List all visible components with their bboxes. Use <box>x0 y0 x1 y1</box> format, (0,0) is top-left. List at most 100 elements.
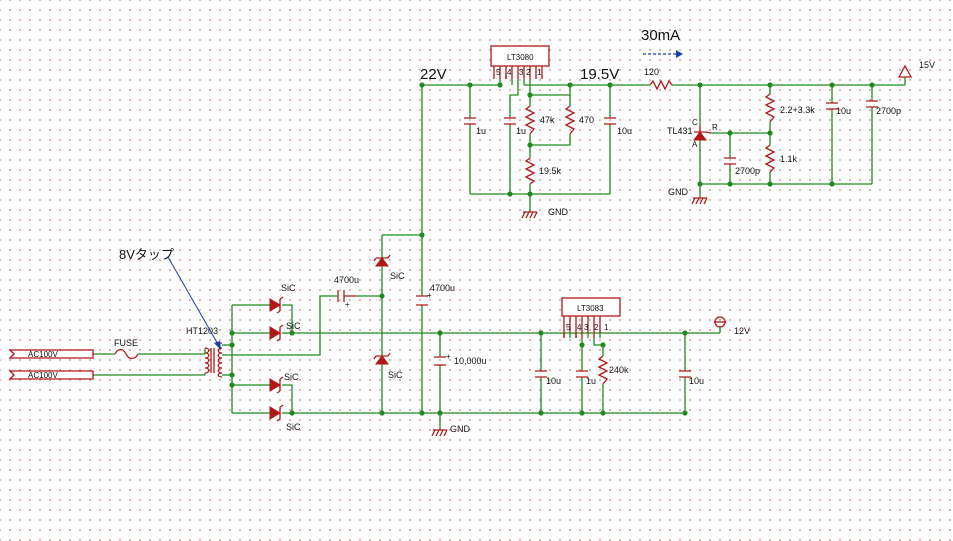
resistor-2-2-3-3k[interactable] <box>764 93 776 123</box>
lt3083-label: LT3083 <box>577 304 604 313</box>
tl431-shunt-regulator[interactable] <box>693 125 712 141</box>
tl431-ref-label: R <box>712 123 718 132</box>
lt3083-pin-1: 1 <box>604 323 609 332</box>
wires <box>93 74 906 430</box>
resistor-240k-label: 240k <box>609 365 629 375</box>
ground-upper-label: GND <box>548 207 569 217</box>
resistor-120[interactable] <box>649 79 673 91</box>
resistor-1-1k[interactable] <box>764 144 776 173</box>
capacitor-2700p-a[interactable] <box>724 157 736 165</box>
capacitor-4700u-22v-label: 4700u <box>430 283 455 293</box>
output-15v-label: 15V <box>919 60 935 70</box>
capacitor-4700u-series-label: 4700u <box>334 275 359 285</box>
tap-annotation: 8Vタップ <box>119 247 174 262</box>
ground-symbol-upper <box>521 211 538 219</box>
capacitor-10u-c[interactable] <box>535 370 547 378</box>
output-15v-terminal[interactable] <box>897 64 913 78</box>
lt3083-pin-2: 2 <box>594 323 599 332</box>
capacitor-10u-d[interactable] <box>679 370 691 378</box>
lt3080-pin-4: 4 <box>507 68 512 77</box>
svg-text:+: + <box>345 300 350 309</box>
capacitor-1u-b-label: 1u <box>516 126 526 136</box>
sic-diode-vertical-bottom-label: SiC <box>388 370 403 380</box>
voltage-19-5v-label: 19.5V <box>580 66 619 83</box>
capacitor-2700p-b-label: 2700p <box>876 106 901 116</box>
tl431-label: TL431 <box>667 126 693 136</box>
ac-input-label-2: AC100V <box>28 371 58 380</box>
current-30ma-label: 30mA <box>641 27 680 44</box>
capacitor-10u-a[interactable] <box>604 117 616 125</box>
capacitor-10u-b-label: 10u <box>836 106 851 116</box>
sic-diode-vertical-top-label: SiC <box>390 271 405 281</box>
resistor-47k-label: 47k <box>540 115 555 125</box>
capacitor-10000u-label: 10,000u <box>454 356 487 366</box>
junctions <box>229 82 875 416</box>
resistor-240k[interactable] <box>597 355 609 385</box>
resistor-47k[interactable] <box>524 105 536 135</box>
capacitor-4700u-22v[interactable]: + <box>416 291 432 306</box>
capacitor-1u-b[interactable] <box>504 117 516 125</box>
resistor-470-label: 470 <box>579 115 594 125</box>
output-12v-terminal[interactable] <box>714 316 726 328</box>
voltage-22v-label: 22V <box>420 66 447 83</box>
fuse-symbol[interactable] <box>114 348 139 360</box>
sic-diode-low-1-label: SiC <box>284 372 299 382</box>
transformer-label: HT1203 <box>186 326 218 336</box>
sic-diode-low-2-label: SiC <box>286 422 301 432</box>
output-12v-label: 12V <box>734 326 750 336</box>
capacitor-4700u-series[interactable]: + <box>337 290 356 309</box>
resistor-19-5k-label: 19.5k <box>539 166 562 176</box>
capacitor-2700p-b[interactable] <box>866 100 878 108</box>
sic-diode-low-1[interactable] <box>269 376 284 394</box>
capacitor-2700p-a-label: 2700p <box>735 166 760 176</box>
lt3080-label: LT3080 <box>507 53 534 62</box>
lt3083-regulator[interactable] <box>561 297 621 338</box>
sic-diode-top-label: SiC <box>281 283 296 293</box>
tl431-anode-label: A <box>692 140 698 149</box>
capacitor-10u-a-label: 10u <box>617 126 632 136</box>
resistor-19-5k[interactable] <box>524 157 536 185</box>
sic-diode-low-2[interactable] <box>269 404 284 422</box>
ground-symbol-main <box>431 429 448 437</box>
lt3080-pin-1: 1 <box>537 68 542 77</box>
lt3083-pin-3: 3 <box>584 323 589 332</box>
current-flow-arrow <box>643 50 683 58</box>
resistor-120-label: 120 <box>644 67 659 77</box>
lt3080-pin-2: 2 <box>526 68 531 77</box>
sic-diode-vertical-top[interactable] <box>373 254 391 267</box>
ac-input-connector-2[interactable] <box>8 370 94 380</box>
capacitor-1u-c-label: 1u <box>586 376 596 386</box>
capacitor-10000u[interactable]: + <box>434 352 451 366</box>
svg-text:+: + <box>446 352 451 361</box>
sic-diode-mid[interactable] <box>269 324 284 342</box>
resistor-2-2-3-3k-label: 2.2+3.3k <box>780 105 815 115</box>
transformer-symbol[interactable] <box>204 342 223 378</box>
lt3080-pin-5: 5 <box>496 68 501 77</box>
resistor-470[interactable] <box>564 105 576 135</box>
lt3080-regulator[interactable] <box>490 45 550 79</box>
svg-text:+: + <box>427 291 432 300</box>
tl431-cathode-label: C <box>692 118 698 127</box>
fuse-label: FUSE <box>114 338 138 348</box>
capacitor-10u-c-label: 10u <box>546 376 561 386</box>
capacitor-1u-c[interactable] <box>576 370 588 378</box>
tap-annotation-arrow <box>167 256 221 350</box>
ac-input-connector-1[interactable] <box>8 349 94 359</box>
lt3083-pin-5: 5 <box>566 323 571 332</box>
ground-main-label: GND <box>450 424 471 434</box>
capacitor-10u-d-label: 10u <box>689 376 704 386</box>
resistor-1-1k-label: 1.1k <box>780 154 798 164</box>
ac-input-label-1: AC100V <box>28 350 58 359</box>
lt3080-pin-3: 3 <box>519 68 524 77</box>
sic-diode-vertical-bottom[interactable] <box>373 352 391 365</box>
ground-symbol-tl431 <box>691 197 708 205</box>
sic-diode-mid-label: SiC <box>286 321 301 331</box>
lt3083-pin-4: 4 <box>577 323 582 332</box>
capacitor-1u-a[interactable] <box>464 117 476 125</box>
ground-tl431-label: GND <box>668 187 689 197</box>
capacitor-10u-b[interactable] <box>826 102 838 110</box>
sic-diode-top[interactable] <box>269 296 284 314</box>
capacitor-1u-a-label: 1u <box>476 126 486 136</box>
